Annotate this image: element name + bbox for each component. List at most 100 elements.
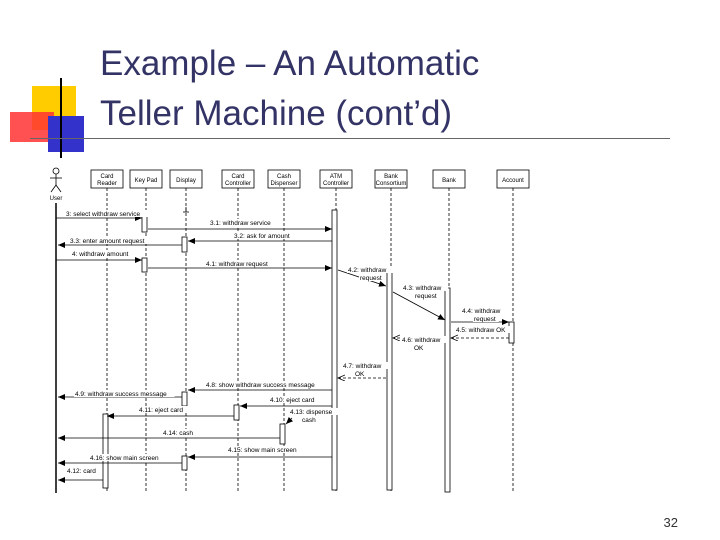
message-18: 4.14: cash bbox=[58, 429, 280, 441]
message-19: 4.15: show main screen bbox=[188, 446, 332, 460]
activation-bar bbox=[233, 404, 240, 421]
slide-title-line-2: Teller Machine (cont’d) bbox=[100, 94, 453, 133]
object-label-line-1: Cash bbox=[277, 174, 291, 180]
message-label-bg bbox=[74, 390, 175, 397]
message-16: 4.11: eject card bbox=[107, 406, 234, 419]
message-label: 4.9: withdraw success message bbox=[75, 391, 167, 398]
message-label-bg bbox=[233, 232, 300, 239]
actor-user: User bbox=[50, 167, 63, 202]
object-label-line-1: Card bbox=[100, 174, 113, 180]
message-label: OK bbox=[414, 345, 424, 352]
message-15: 4.10: eject card bbox=[240, 396, 332, 409]
message-label-bg bbox=[65, 210, 156, 217]
message-label: request bbox=[474, 316, 496, 323]
message-2: 3.1: withdraw service bbox=[148, 219, 332, 232]
decor-vertical-rule bbox=[60, 78, 62, 158]
object-label-line-2: Controller bbox=[323, 181, 349, 187]
message-label-bg bbox=[89, 454, 166, 461]
message-20: 4.16: show main screen bbox=[58, 454, 182, 466]
message-label: 3.3: enter amount request bbox=[70, 238, 145, 245]
message-label-bg bbox=[162, 429, 198, 436]
message-label-bg bbox=[414, 292, 440, 299]
message-label: 4.5: withdraw OK bbox=[456, 327, 506, 334]
message-label: 4.6: withdraw bbox=[402, 337, 441, 344]
title-underline bbox=[30, 138, 670, 139]
message-label: cash bbox=[302, 417, 316, 424]
message-label-bg bbox=[66, 467, 102, 474]
message-label-bg bbox=[461, 307, 508, 314]
message-label: 3.1: withdraw service bbox=[210, 220, 271, 227]
activation-bar bbox=[181, 455, 188, 471]
message-label-bg bbox=[347, 266, 394, 273]
activation-bar bbox=[386, 267, 393, 491]
message-10: 4.5: withdraw OK bbox=[451, 326, 512, 338]
message-label: 4.3: withdraw bbox=[403, 285, 442, 292]
object-label-line-1: Bank bbox=[384, 174, 399, 180]
object-label-line-1: ATM bbox=[330, 174, 342, 180]
message-label: request bbox=[360, 275, 382, 282]
page-number: 32 bbox=[663, 515, 678, 530]
activation-bar bbox=[331, 209, 338, 491]
message-label: 4.8: show withdraw success message bbox=[206, 382, 315, 389]
message-label: OK bbox=[355, 371, 365, 378]
message-label-bg bbox=[301, 416, 317, 423]
message-label: 4.16: show main screen bbox=[90, 455, 159, 462]
message-label: 3: select withdraw service bbox=[66, 211, 140, 218]
object-label: Key Pad bbox=[135, 178, 158, 184]
slide-title-line-1: Example – An Automatic bbox=[100, 44, 480, 83]
lifeline-display: Display bbox=[169, 169, 203, 493]
message-label: 4.14: cash bbox=[163, 430, 193, 437]
actor-label: User bbox=[50, 196, 63, 202]
message-label-bg bbox=[69, 237, 156, 244]
message-label-bg bbox=[269, 396, 326, 403]
actor-head bbox=[52, 167, 60, 175]
message-14: 4.9: withdraw success message bbox=[58, 390, 182, 400]
message-3: 3.2: ask for amount bbox=[188, 232, 332, 244]
message-label-bg bbox=[227, 446, 304, 453]
activation-bar bbox=[181, 391, 188, 407]
message-arrow bbox=[392, 291, 446, 321]
decor-red-bar bbox=[10, 112, 54, 142]
message-label-bg bbox=[289, 408, 339, 415]
message-label-bg bbox=[138, 406, 195, 413]
message-1: 3: select withdraw service bbox=[56, 210, 156, 221]
message-label-bg bbox=[359, 274, 385, 281]
object-label-line-2: Dispenser bbox=[270, 181, 297, 187]
message-label: request bbox=[415, 293, 437, 300]
message-label-bg bbox=[209, 219, 283, 226]
message-arrow bbox=[285, 416, 294, 425]
message-label: 4.11: eject card bbox=[139, 407, 183, 414]
message-label-bg bbox=[402, 284, 449, 291]
activation-bar bbox=[181, 236, 188, 253]
message-21: 4.12: card bbox=[58, 467, 103, 483]
decor-blue-square bbox=[48, 116, 84, 152]
object-label-line-2: Reader bbox=[97, 181, 117, 187]
message-label-bg bbox=[413, 344, 422, 351]
message-label-bg bbox=[473, 315, 499, 322]
message-label: 4.2: withdraw bbox=[348, 267, 387, 274]
activation-bar bbox=[141, 257, 148, 273]
message-label: 4: withdraw amount bbox=[72, 251, 129, 258]
message-label-bg bbox=[205, 260, 279, 267]
message-label-bg bbox=[205, 381, 323, 388]
message-label-bg bbox=[342, 362, 389, 369]
activation-bar bbox=[444, 287, 451, 493]
message-label: 4.12: card bbox=[67, 468, 96, 475]
message-5: 4: withdraw amount bbox=[56, 250, 142, 263]
message-label-bg bbox=[401, 336, 448, 343]
message-label: 4.10: eject card bbox=[270, 397, 315, 404]
activation-bar bbox=[141, 215, 148, 233]
message-label: 3.2: ask for amount bbox=[234, 233, 290, 240]
message-label-bg bbox=[354, 370, 363, 377]
message-label-bg bbox=[71, 250, 135, 257]
message-label: 4.13: dispense bbox=[290, 409, 333, 416]
